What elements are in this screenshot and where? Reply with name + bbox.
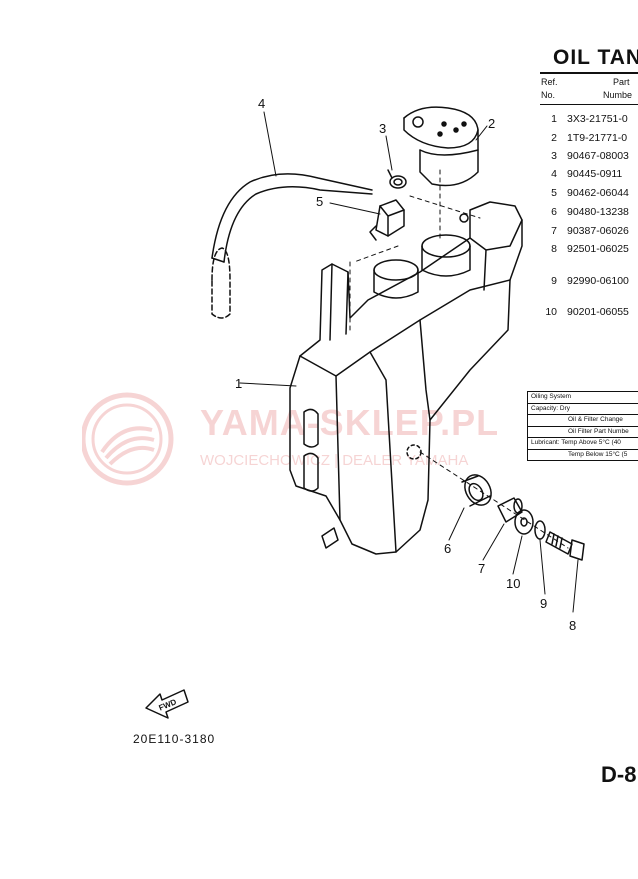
part-number-cell: 90201-06055 xyxy=(567,306,629,318)
callout-10: 10 xyxy=(506,576,520,591)
page-title: OIL TAN xyxy=(553,46,638,69)
oil-tank xyxy=(289,201,523,555)
ref-cell: 5 xyxy=(551,187,557,199)
grommet xyxy=(461,474,492,507)
table-row: 5 90462-06044 xyxy=(545,187,638,201)
leader-lines xyxy=(239,111,579,613)
table-row: 2 1T9-21771-0 xyxy=(545,132,638,146)
bolt xyxy=(545,531,585,561)
callout-1: 1 xyxy=(235,376,242,391)
ref-cell: 10 xyxy=(545,306,557,318)
spec-row: Temp Below 15°C (5 xyxy=(568,450,628,458)
table-row: 6 90480-13238 xyxy=(545,206,638,220)
callout-7: 7 xyxy=(478,561,485,576)
ref-cell: 3 xyxy=(551,150,557,162)
ref-cell: 9 xyxy=(551,275,557,287)
ref-cell: 6 xyxy=(551,206,557,218)
part-number-cell: 90467-08003 xyxy=(567,150,629,162)
part-number-cell: 92501-06025 xyxy=(567,243,629,255)
part-number-cell: 92990-06100 xyxy=(567,275,629,287)
fwd-label: FWD xyxy=(157,697,177,712)
callout-8: 8 xyxy=(569,618,576,633)
table-row: 3 90467-08003 xyxy=(545,150,638,164)
callout-5: 5 xyxy=(316,194,323,209)
spec-row: Oil Filter Part Numbe xyxy=(528,427,638,438)
title-divider xyxy=(540,72,638,74)
table-row: 10 90201-06055 xyxy=(545,306,638,320)
page-code: D-8 xyxy=(601,762,637,787)
part-number-cell: 90462-06044 xyxy=(567,187,629,199)
part-number-cell: 90445-0911 xyxy=(567,168,623,180)
header-no: No. xyxy=(541,90,556,100)
ref-cell: 7 xyxy=(551,225,557,237)
filler-cap xyxy=(403,106,479,187)
fwd-arrow-icon: FWD xyxy=(145,689,189,719)
table-row: 7 90387-06026 xyxy=(545,225,638,239)
part-number-cell: 3X3-21751-0 xyxy=(567,113,628,125)
ref-cell: 8 xyxy=(551,243,557,255)
drawing-code: 20E110-3180 xyxy=(133,732,216,746)
plain-washer xyxy=(514,509,534,535)
lock-washer xyxy=(534,520,546,540)
callout-2: 2 xyxy=(488,116,495,131)
clamp-bracket xyxy=(369,199,405,241)
header-number: Numbe xyxy=(603,90,633,100)
callout-9: 9 xyxy=(540,596,547,611)
callout-4: 4 xyxy=(258,96,265,111)
oil-spec-table: Oiling System Capacity: Dry Oil & Filter… xyxy=(527,391,638,461)
ref-cell: 4 xyxy=(551,168,557,180)
header-ref: Ref. xyxy=(541,77,558,87)
table-row: 9 92990-06100 xyxy=(545,275,638,289)
spec-row: Oil & Filter Change xyxy=(528,415,638,427)
part-number-cell: 90387-06026 xyxy=(567,225,629,237)
part-number-cell: 90480-13238 xyxy=(567,206,629,218)
hose-clip xyxy=(387,169,407,189)
table-row: 4 90445-0911 xyxy=(545,168,638,182)
ref-cell: 1 xyxy=(551,113,557,125)
callout-3: 3 xyxy=(379,121,386,136)
spec-row: Capacity: Dry xyxy=(528,404,638,415)
spec-row: Lubricant: Temp Above 5°C (40 xyxy=(528,438,638,450)
table-row: 8 92501-06025 xyxy=(545,243,638,257)
part-number-cell: 1T9-21771-0 xyxy=(567,132,628,144)
breather-hose xyxy=(211,173,373,319)
ref-cell: 2 xyxy=(551,132,557,144)
spec-row: Oiling System xyxy=(528,392,638,404)
header-part: Part xyxy=(613,77,630,87)
header-divider xyxy=(540,104,638,105)
assembly-lines xyxy=(349,169,569,549)
callout-6: 6 xyxy=(444,541,451,556)
table-row: 1 3X3-21751-0 xyxy=(545,113,638,127)
